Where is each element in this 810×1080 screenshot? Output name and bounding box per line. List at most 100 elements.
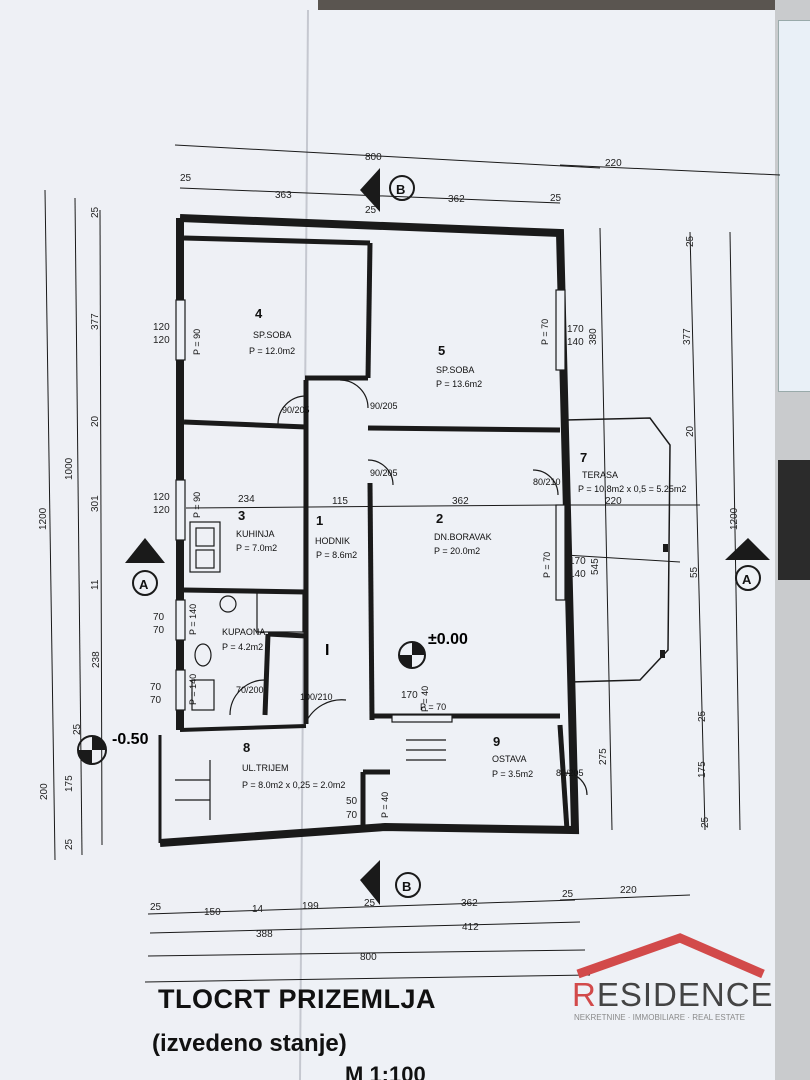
dim-bot-388: 388 xyxy=(256,929,273,940)
room-5-area: P = 13.6m2 xyxy=(436,379,482,389)
room-8-area: P = 8.0m2 x 0,25 = 2.0m2 xyxy=(242,780,345,790)
dim-left-1200: 1200 xyxy=(38,507,49,530)
dim-bot-e: 25 xyxy=(364,898,376,909)
door-d1: 90/205 xyxy=(282,405,310,415)
window-p40-b: P = 40 xyxy=(380,792,390,818)
section-markers: A A B B xyxy=(125,168,770,905)
dim-top-b: 363 xyxy=(275,190,292,201)
win-120-d: 120 xyxy=(153,505,170,516)
room-7-number: 7 xyxy=(580,450,587,465)
dim-inner-115: 115 xyxy=(332,496,348,507)
dim-right-1200: 1200 xyxy=(729,507,740,530)
dim-left-25b: 25 xyxy=(72,723,83,735)
win-120-b: 120 xyxy=(153,335,170,346)
section-b-label-top: B xyxy=(396,182,405,197)
win-70-a: 70 xyxy=(153,612,165,623)
room-2-name: DN.BORAVAK xyxy=(434,532,492,542)
room-3-name: KUHINJA xyxy=(236,529,275,539)
window-p90-a: P = 90 xyxy=(192,329,202,355)
win-140-a: 140 xyxy=(567,337,584,348)
room-labels: 4 SP.SOBA P = 12.0m2 5 SP.SOBA P = 13.6m… xyxy=(222,306,686,790)
dim-left-200: 200 xyxy=(39,783,50,800)
room-8-number: 8 xyxy=(243,740,250,755)
window-p70-bottom: P = 70 xyxy=(420,702,446,712)
dim-left-238: 238 xyxy=(91,651,102,668)
logo-tagline: NEKRETNINE · IMMOBILIARE · REAL ESTATE xyxy=(574,1013,745,1022)
window-p70-a: P = 70 xyxy=(540,319,550,345)
plan-subtitle: (izvedeno stanje) xyxy=(152,1030,347,1057)
paper-sheet-left xyxy=(0,0,318,1080)
dim-inner-234: 234 xyxy=(238,494,255,505)
dim-bot-d: 199 xyxy=(302,901,319,912)
door-swings xyxy=(229,379,588,796)
dim-top-total: 800 xyxy=(365,152,382,163)
room-9-name: OSTAVA xyxy=(492,754,527,764)
dim-left-377: 377 xyxy=(90,313,101,330)
plan-scale: M 1:100 xyxy=(345,1062,426,1080)
logo-letters-rest: ESIDENCE xyxy=(596,976,774,1013)
dim-inner-545: 545 xyxy=(590,558,601,575)
windows xyxy=(175,289,566,723)
level-int-label: ±0.00 xyxy=(428,631,468,648)
dim-bot-f: 362 xyxy=(461,898,478,909)
dim-top-d: 25 xyxy=(550,193,562,204)
win-140-b: 140 xyxy=(569,569,586,580)
section-a-label-left: A xyxy=(139,577,149,592)
interior-walls xyxy=(183,235,570,831)
terrace-outline xyxy=(564,417,671,683)
section-b-label-bottom: B xyxy=(402,879,411,894)
dim-inner-220: 220 xyxy=(605,496,622,507)
dim-inner-362: 362 xyxy=(452,496,469,507)
dim-bot-total: 800 xyxy=(360,952,377,963)
dim-left-11: 11 xyxy=(90,579,101,590)
win-70-b: 70 xyxy=(153,625,165,636)
dim-left-20: 20 xyxy=(90,415,101,427)
dim-inner-275: 275 xyxy=(598,748,609,765)
logo-letter-r: R xyxy=(572,976,597,1013)
dim-right-55: 55 xyxy=(689,566,700,578)
residence-logo-text: RESIDENCE xyxy=(572,976,774,1014)
window-p140-b: P = 140 xyxy=(188,674,198,705)
dim-left-175: 175 xyxy=(64,775,75,792)
room-6-area: P = 4.2m2 xyxy=(222,642,263,652)
win-70-d: 70 xyxy=(150,695,162,706)
door-d6: 100/210 xyxy=(300,692,333,702)
room-4-number: 4 xyxy=(255,306,263,321)
window-p40-a: P = 40 xyxy=(420,686,430,712)
dim-top-c: 362 xyxy=(448,194,465,205)
room-7-name: TERASA xyxy=(582,470,618,480)
dim-bot-412: 412 xyxy=(462,922,479,933)
room-2-number: 2 xyxy=(436,511,443,526)
window-p140-a: P = 140 xyxy=(188,604,198,635)
stair-mark: I xyxy=(325,642,329,659)
door-d2: 90/205 xyxy=(370,401,398,411)
dim-left-1000: 1000 xyxy=(64,457,75,480)
dim-right-20: 20 xyxy=(685,425,696,437)
dimension-labels: 800 220 25 363 362 25 25 25 150 14 199 2… xyxy=(38,152,740,963)
win-170-b: 170 xyxy=(569,556,586,567)
laptop-keyboard xyxy=(778,460,810,580)
level-markers: -0.50 ±0.00 I xyxy=(77,631,468,765)
dim-right-25c: 25 xyxy=(700,816,711,828)
room-1-area: P = 8.6m2 xyxy=(316,550,357,560)
dim-inner-380: 380 xyxy=(588,328,599,345)
dimension-lines xyxy=(44,144,781,983)
fixtures xyxy=(175,521,446,820)
dim-bot-h: 220 xyxy=(620,885,637,896)
room-9-number: 9 xyxy=(493,734,500,749)
level-ext-label: -0.50 xyxy=(112,731,149,748)
dim-bot-c: 14 xyxy=(252,904,264,915)
room-7-area: P = 10.8m2 x 0,5 = 5.25m2 xyxy=(578,484,686,494)
door-d4: 80/210 xyxy=(533,477,561,487)
dim-bot-a: 25 xyxy=(150,902,162,913)
room-5-name: SP.SOBA xyxy=(436,365,474,375)
dim-right-25a: 25 xyxy=(685,235,696,247)
win-50: 50 xyxy=(346,796,358,807)
dim-top-a: 25 xyxy=(180,173,192,184)
room-4-name: SP.SOBA xyxy=(253,330,291,340)
dim-bot-g: 25 xyxy=(562,889,574,900)
room-8-name: UL.TRIJEM xyxy=(242,763,289,773)
win-170-c: 170 xyxy=(401,690,418,701)
laptop-screen xyxy=(778,20,810,392)
